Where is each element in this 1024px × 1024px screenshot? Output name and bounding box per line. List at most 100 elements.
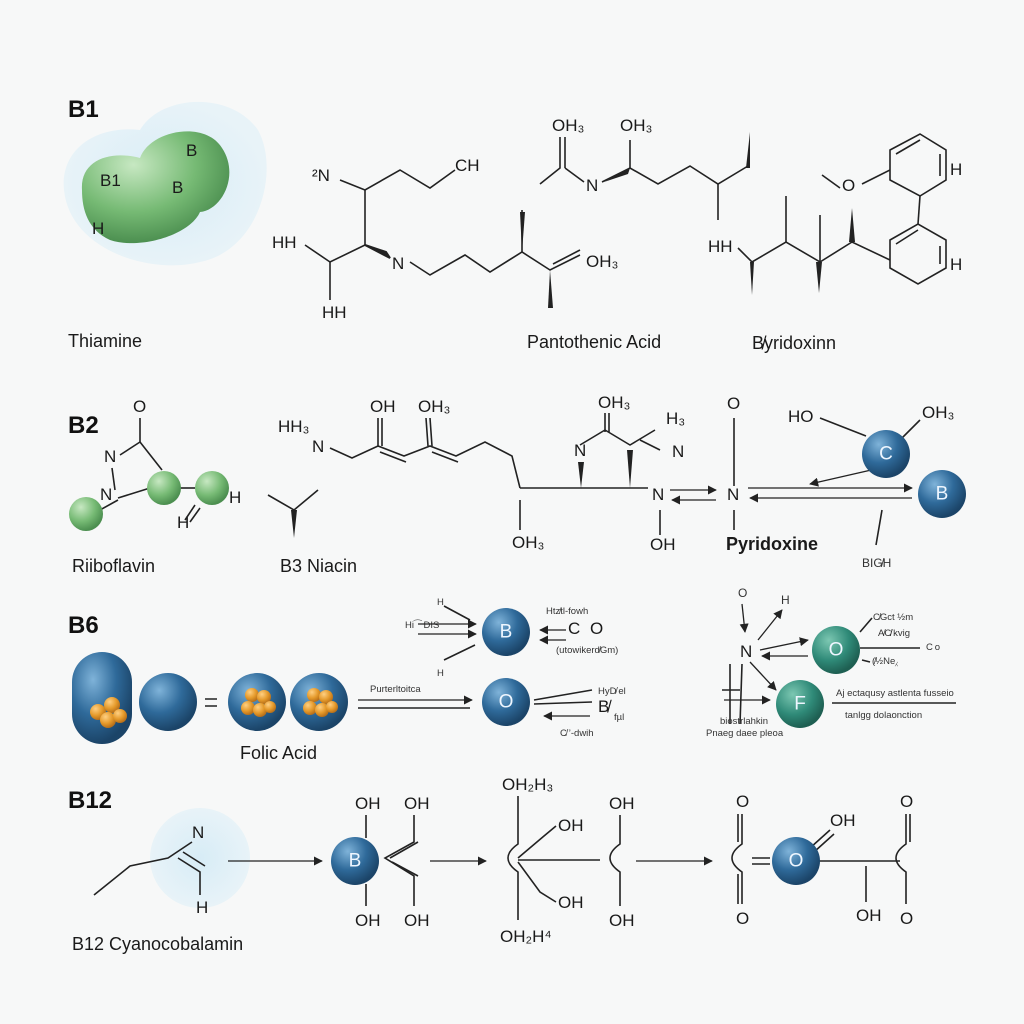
r3-bs2: Pnaeg daee pleoa	[706, 728, 784, 739]
atom-hh3: HH	[708, 237, 733, 256]
ball-b6-b: B	[482, 608, 530, 656]
name-b3-niacin: B3 Niacin	[280, 556, 357, 576]
r3-hyd: HyD̸ el	[598, 686, 626, 697]
atom-n1: N	[392, 254, 404, 273]
atom-o: O	[842, 176, 855, 195]
folic-ball-2	[290, 673, 348, 731]
name-folic-acid: Folic Acid	[240, 743, 317, 763]
atom-oh1: OH₃	[512, 533, 544, 552]
svg-text:B: B	[500, 622, 513, 643]
b12-chain: OH OH OH OH OH₂H₃ OH OH OH₂H⁴ OH OH O O …	[355, 775, 913, 946]
atom-hh1: HH	[272, 233, 297, 252]
r3-cudh: C̸ ’-dwih	[560, 728, 594, 739]
row-label-b6: B6	[68, 612, 99, 639]
b12-oh-b: OH	[404, 794, 430, 813]
ball-b6-o: O	[482, 678, 530, 726]
r3-n4: N	[740, 642, 752, 661]
b12-o3: O	[900, 792, 913, 811]
ball-b12-b: B	[331, 837, 379, 885]
r3-h4: H	[781, 593, 790, 607]
row-label-b2: B2	[68, 412, 99, 439]
b12-oh2h: OH₂H⁴	[500, 927, 552, 946]
blob-label-d: H	[92, 219, 104, 238]
row-label-b12: B12	[68, 787, 112, 814]
atom-h3: H₃	[666, 409, 685, 428]
r3-c-label: C	[568, 619, 580, 638]
atom-n-e: N	[672, 442, 684, 461]
r3-ct3: (̸½Ne⁁	[872, 656, 898, 667]
svg-text:B: B	[936, 484, 949, 505]
r3-t1: Htz̸tl-fowh	[546, 606, 588, 617]
b12-h: H	[196, 898, 208, 917]
ball-b6-teal-o: O	[812, 626, 860, 674]
atom-oh3a: OH₃	[552, 116, 584, 135]
b6-reaction-right: O H N C̸Gct ½m A̸C̸̸̸ kvig C o (̸½Ne⁁ Aj…	[706, 586, 956, 739]
folic-ball-1	[228, 673, 286, 731]
r3-o-label: O	[590, 619, 603, 638]
svg-text:O: O	[789, 851, 804, 872]
b12-n: N	[192, 823, 204, 842]
b12-o2: O	[736, 909, 749, 928]
atom-2n: ²N	[312, 166, 330, 185]
row-label-b1: B1	[68, 96, 99, 123]
b12-oh-h: OH	[609, 911, 635, 930]
name-b-pyridoxinn: B̸yridoxinn	[752, 333, 836, 353]
thiamine-blob: B B1 B H	[63, 101, 267, 266]
b12-oh-f: OH	[558, 893, 584, 912]
b6-reaction-bottom: Purterltoitca HyD̸ el B̸ fµl C̸ ’-dwih	[358, 684, 626, 739]
niacin-fragment	[267, 489, 319, 538]
r3-h-bot: H	[437, 668, 444, 679]
ball-c: C	[862, 430, 910, 478]
r3-fa2: tanlgg dolaonction	[845, 710, 922, 721]
r3-h-top: H	[437, 597, 444, 608]
r3-fa1: Aj ectaqusy astlenta fusseio	[836, 688, 954, 699]
name-pyridoxine: Pyridoxine	[726, 534, 818, 554]
atom-n-d: N	[574, 441, 586, 460]
name-riboflavin: Riiboflavin	[72, 556, 155, 576]
b12-oh-a: OH	[355, 794, 381, 813]
pantothenic-structure: ²N CH HH N HH OH₃ OH₃ N OH₃	[272, 116, 750, 322]
r3-t2: (utowikerd̸Gm)	[556, 645, 618, 656]
atom-hh2: HH	[322, 303, 347, 322]
atom-oh2: OH	[650, 535, 676, 554]
name-b12-cyanocobalamin: B12 Cyanocobalamin	[72, 934, 243, 954]
atom-ho: HO	[788, 407, 814, 426]
b12-o5: O	[900, 909, 913, 928]
b6-plain-ball	[139, 673, 197, 731]
atom-h1: H	[950, 160, 962, 179]
name-pantothenic-acid: Pantothenic Acid	[527, 332, 661, 352]
atom-n3: N	[586, 176, 598, 195]
r3-ct2: A̸C̸̸̸ kvig	[878, 628, 910, 639]
label-bigh: BIG̸H	[862, 556, 891, 570]
b12-oh2h3: OH₂H₃	[502, 775, 553, 794]
atom-o-top: O	[133, 397, 146, 416]
b6-capsule	[72, 652, 132, 744]
b12-oh-g: OH	[609, 794, 635, 813]
blob-label-c: B	[172, 178, 183, 197]
svg-text:O: O	[499, 692, 514, 713]
svg-text:C: C	[879, 444, 893, 465]
svg-text:O: O	[829, 640, 844, 661]
b12-oh-i: OH	[830, 811, 856, 830]
blob-label-b: B1	[100, 171, 121, 190]
r3-purt: Purterltoitca	[370, 684, 421, 695]
atom-oh3c: OH₃	[586, 252, 618, 271]
b12-oh-c: OH	[355, 911, 381, 930]
r3-o3: O	[738, 586, 747, 600]
pyridoxine-structure: HH₃ N OH OH₃ OH₃ H₃ N N N N OH₃ OH O	[278, 393, 921, 554]
ball-b12-o: O	[772, 837, 820, 885]
atom-oh3: OH₃	[418, 397, 450, 416]
atom-oh: OH	[370, 397, 396, 416]
b6-reaction-top: H Hi⁀ DIS H Htz̸tl-fowh C O (utowikerd̸G…	[405, 597, 618, 679]
b12-halo-group: N H	[93, 808, 323, 917]
r3-bs1: biostrlahkin	[720, 716, 768, 727]
atom-n-c: N	[312, 437, 324, 456]
b12-o1: O	[736, 792, 749, 811]
b12-oh-j: OH	[856, 906, 882, 925]
r3-ct1: C̸Gct ½m	[873, 612, 913, 623]
atom-oh3b: OH₃	[620, 116, 652, 135]
atom-n-b: N	[100, 485, 112, 504]
name-thiamine: Thiamine	[68, 331, 142, 351]
atom-o-mid: O	[727, 394, 740, 413]
blob-label-a: B	[186, 141, 197, 160]
